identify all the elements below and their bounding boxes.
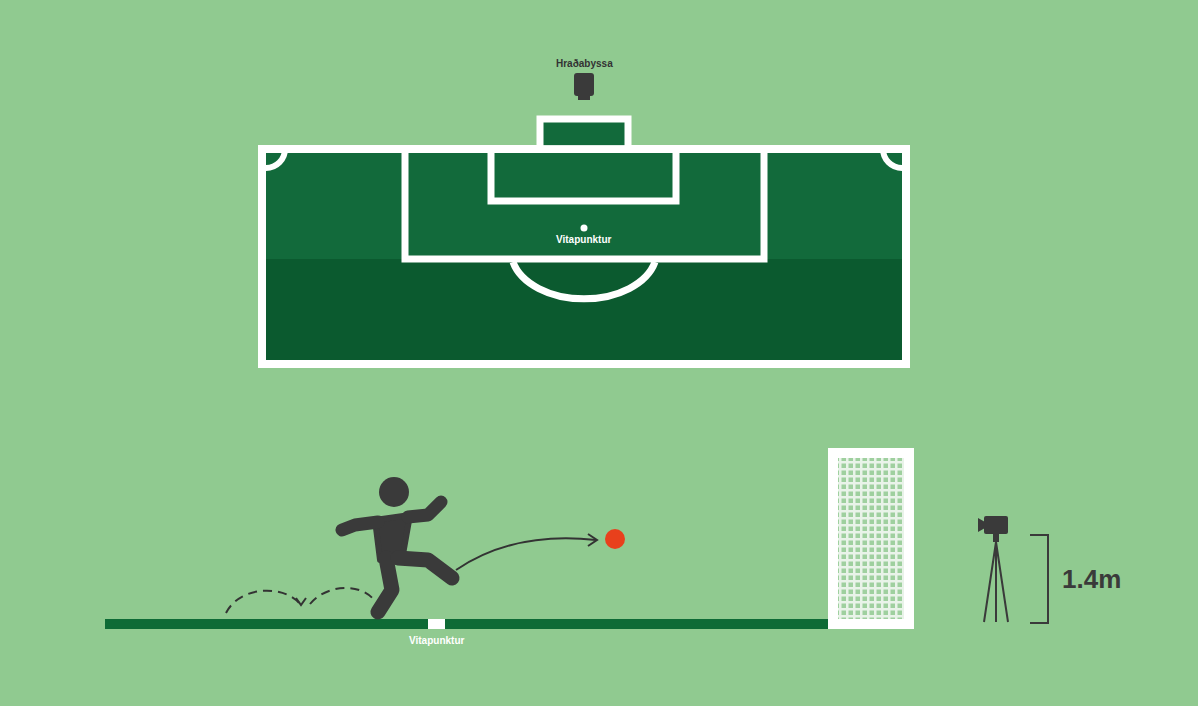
speed-gun-icon [574, 73, 594, 100]
side-view [105, 448, 1048, 629]
pitch-top-view [262, 119, 906, 364]
dimension-label: 1.4m [1062, 565, 1121, 594]
penalty-spot-label: Vitapunktur [409, 635, 464, 646]
speed-gun-label: Hraðabyssa [556, 58, 613, 69]
penalty-spot-label: Vitapunktur [556, 234, 611, 245]
